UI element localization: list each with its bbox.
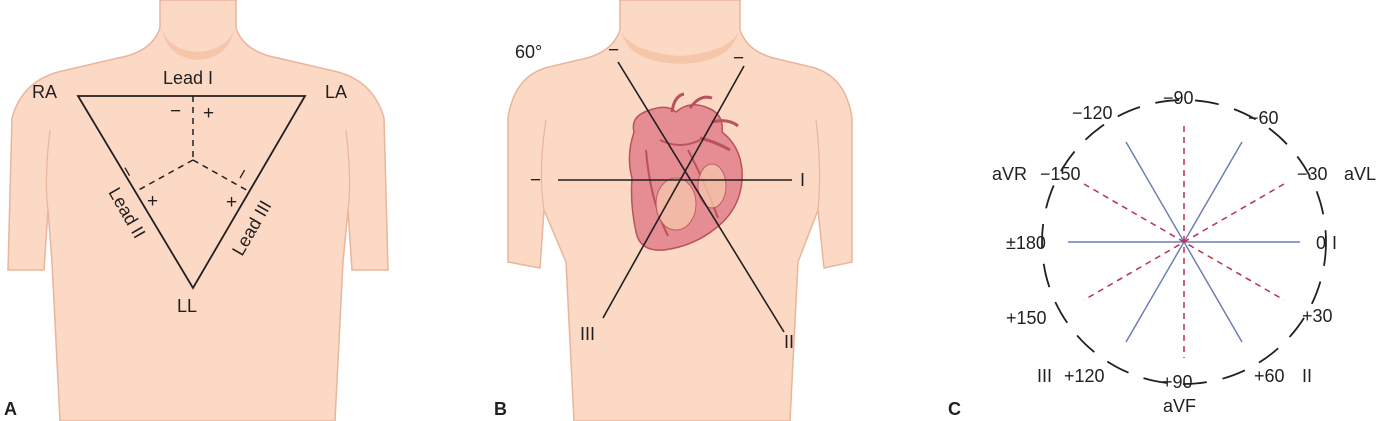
panel-letter-a: A: [4, 399, 17, 419]
label-lead-iii: III: [580, 324, 595, 344]
heart-vessels: [670, 92, 739, 152]
heart-ventricle-left: [655, 177, 697, 231]
label-plus-30: +30: [1302, 306, 1333, 326]
label-plus-150: +150: [1006, 308, 1047, 328]
torso-b-arm-crease-right: [815, 119, 821, 211]
torso-a-neck-shadow: [162, 30, 234, 60]
torso-b-neck-shadow: [622, 32, 738, 64]
label-lead-i: I: [1332, 233, 1337, 253]
torso-a-arm-crease-left: [45, 129, 51, 211]
label-minus-60: −60: [1248, 108, 1279, 128]
panel-a: RA LA LL Lead I − + Lead II − + Lead III…: [4, 0, 389, 421]
label-lead-i: I: [800, 170, 805, 190]
heart: [628, 92, 743, 251]
label-lead-ii: II: [784, 332, 794, 352]
label-lead-iii: III: [1037, 366, 1052, 386]
minus-right-top: −: [733, 48, 744, 69]
panel-letter-b: B: [494, 399, 507, 419]
label-avf: aVF: [1163, 396, 1196, 416]
label-plus-120: +120: [1064, 366, 1105, 386]
lead-i-minus: −: [170, 101, 181, 122]
label-lead-i: Lead I: [163, 68, 213, 88]
lead-ii-plus: +: [147, 191, 158, 212]
label-ll: LL: [177, 296, 197, 316]
panel-c: −90 −120 −60 aVR −150 −30 aVL ±180 0 I +…: [948, 88, 1376, 419]
label-angle-60: 60°: [515, 42, 542, 62]
einthoven-triangle: [76, 95, 307, 290]
axis-avr: [1083, 183, 1285, 301]
heart-ventricle-right: [697, 163, 727, 209]
minus-left-top: −: [608, 40, 619, 61]
lead-i-plus: +: [203, 103, 214, 124]
lead-ii-perpendicular: [134, 159, 194, 193]
label-avr: aVR: [992, 164, 1027, 184]
label-minus-90: −90: [1163, 88, 1194, 108]
label-ra: RA: [32, 82, 57, 102]
label-minus-30: −30: [1297, 164, 1328, 184]
label-lead-ii: II: [1302, 366, 1312, 386]
label-zero: 0: [1316, 233, 1326, 253]
lead-iii-plus: +: [226, 192, 237, 213]
panel-b: 60° − − − I II III B: [494, 0, 853, 421]
torso-a-arm-crease-right: [345, 129, 351, 211]
lead-iii-axis: [602, 65, 745, 319]
label-minus-120: −120: [1072, 103, 1113, 123]
panel-letter-c: C: [948, 399, 961, 419]
label-plus-90: +90: [1162, 372, 1193, 392]
label-la: LA: [325, 82, 347, 102]
label-avl: aVL: [1344, 164, 1376, 184]
label-plus-60: +60: [1254, 366, 1285, 386]
label-pm-180: ±180: [1006, 233, 1046, 253]
torso-a: [7, 0, 389, 421]
hexaxial-circle: [1041, 99, 1327, 385]
lead-ii-axis: [617, 61, 785, 333]
label-minus-150: −150: [1040, 164, 1081, 184]
minus-lead-i: −: [530, 170, 541, 191]
torso-b-arm-crease-left: [540, 119, 547, 211]
